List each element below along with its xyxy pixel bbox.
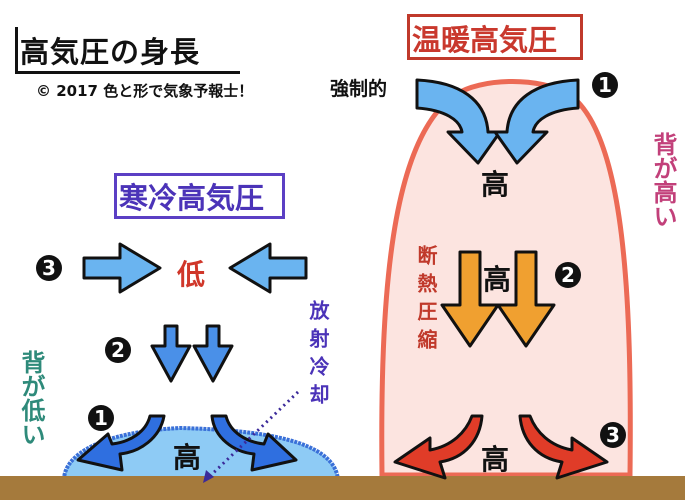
warm-high-mid-label: 高 xyxy=(483,263,512,296)
radiative-cooling-dotted-arrow xyxy=(206,390,300,480)
warm-high-dome xyxy=(379,79,633,478)
cold-high-label: 高 xyxy=(173,441,202,474)
warm-marker-2: 2 xyxy=(555,262,581,288)
warm-high-title: 温暖高気圧 xyxy=(412,23,558,57)
adiabatic-compression-label: 断熱圧縮 xyxy=(414,245,438,357)
cold-inflow-arrow-left xyxy=(82,242,162,294)
warm-down-arrow-right xyxy=(496,250,556,348)
warm-high-bottom-label: 高 xyxy=(481,443,510,476)
cold-title-frame xyxy=(114,173,285,219)
cold-low-label: 低 xyxy=(177,258,206,291)
warm-title-frame xyxy=(407,14,583,60)
warm-marker-1: 1 xyxy=(592,72,618,98)
tall-label: 背が高い xyxy=(649,132,677,228)
warm-outflow-arrow-left xyxy=(393,414,484,480)
cold-marker-3: 3 xyxy=(36,255,62,281)
cold-inflow-arrow-right xyxy=(228,242,308,294)
cold-outflow-arrow-left xyxy=(76,414,166,472)
ground xyxy=(0,476,685,500)
forced-label: 強制的 xyxy=(330,78,388,100)
cold-down-arrow-right xyxy=(192,324,234,383)
warm-marker-3: 3 xyxy=(600,422,626,448)
warm-forced-arrow-right xyxy=(493,78,580,165)
short-label: 背が低い xyxy=(17,350,45,446)
title-frame xyxy=(15,27,240,74)
cold-marker-1: 1 xyxy=(88,405,114,431)
cold-marker-2: 2 xyxy=(105,337,131,363)
cold-outflow-arrow-right xyxy=(210,414,298,472)
radiative-arrowhead xyxy=(203,470,214,483)
warm-outflow-arrow-right xyxy=(518,414,609,480)
warm-high-top-label: 高 xyxy=(481,168,510,201)
copyright-text: © 2017 色と形で気象予報士！ xyxy=(36,82,254,100)
warm-down-arrow-left xyxy=(440,250,500,348)
radiative-cooling-label: 放射冷却 xyxy=(306,300,330,412)
cold-high-title: 寒冷高気圧 xyxy=(119,181,265,215)
page-title: 高気圧の身長 xyxy=(20,35,201,69)
cold-down-arrow-left xyxy=(150,324,192,383)
